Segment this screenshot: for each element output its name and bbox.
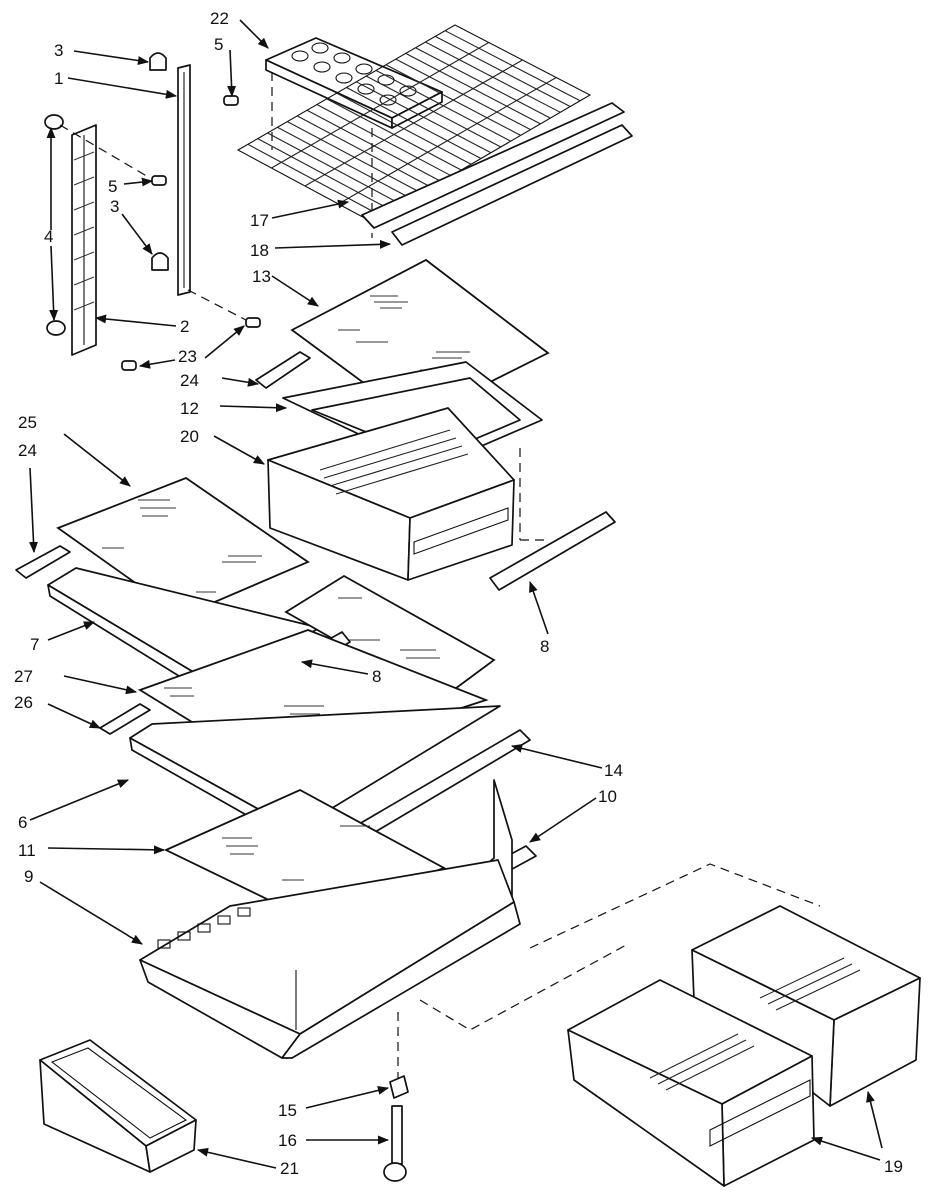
label-3-top: 3: [54, 41, 63, 60]
rail-cap-top: [149, 52, 167, 71]
dairy-bin: [39, 1039, 197, 1173]
label-19: 19: [884, 1157, 903, 1176]
label-8-middle: 8: [372, 667, 381, 686]
label-2: 2: [180, 317, 189, 336]
rail-end-cap-upper: [44, 114, 64, 130]
shelf-front-trim-right: [489, 511, 616, 591]
shelf-end-cap-left: [15, 545, 71, 579]
screw-middle: [151, 175, 167, 186]
screw-lower-left: [121, 360, 137, 371]
label-14: 14: [604, 761, 623, 780]
label-15: 15: [278, 1101, 297, 1120]
wire-crossbar: [271, 42, 490, 169]
shelf-end-cap-lower: [99, 703, 151, 735]
shelf-support-rail-right: [177, 64, 191, 296]
label-5-top: 5: [214, 35, 223, 54]
ice-cube-tray: [265, 37, 443, 129]
part-labels: 3 1 22 5 5 3 4 17 18 13 2 23 24 12 20 25…: [14, 9, 903, 1178]
wire-crossbar: [338, 77, 557, 205]
label-20: 20: [180, 427, 199, 446]
label-16: 16: [278, 1131, 297, 1150]
label-7: 7: [30, 635, 39, 654]
wire-crossbar: [304, 59, 523, 187]
label-5-middle: 5: [108, 177, 117, 196]
rail-end-cap-lower: [46, 320, 66, 336]
label-26: 26: [14, 693, 33, 712]
crisper-cover-housing: [139, 859, 521, 1059]
label-13: 13: [252, 267, 271, 286]
humidity-control-slide: [383, 1105, 407, 1182]
wire-freezer-shelf: [236, 24, 592, 223]
label-24-upper: 24: [180, 371, 199, 390]
shelf-end-cap-upper: [255, 351, 311, 389]
label-1: 1: [54, 69, 63, 88]
label-22: 22: [210, 9, 229, 28]
humidity-control-knob: [389, 1075, 409, 1099]
label-12: 12: [180, 399, 199, 418]
label-23: 23: [178, 347, 197, 366]
freezer-shelf-support-bar: [361, 102, 633, 246]
screw-top: [223, 95, 239, 106]
label-17: 17: [250, 211, 269, 230]
shelf-support-rail-left: [71, 124, 97, 356]
label-6: 6: [18, 813, 27, 832]
label-11: 11: [18, 841, 36, 860]
label-27: 27: [14, 667, 33, 686]
label-3-middle: 3: [110, 197, 119, 216]
rail-cap-middle: [151, 252, 169, 271]
label-10: 10: [598, 787, 617, 806]
label-18: 18: [250, 241, 269, 260]
leader-lines: [29, 19, 883, 1169]
label-25: 25: [18, 413, 37, 432]
label-9: 9: [24, 867, 33, 886]
label-21: 21: [280, 1159, 299, 1178]
crisper-drawer-left: [567, 979, 815, 1187]
screw-lower-right: [245, 317, 261, 328]
label-4: 4: [44, 227, 53, 246]
label-8-right: 8: [540, 637, 549, 656]
meat-pan-drawer: [267, 407, 515, 581]
label-24-left: 24: [18, 441, 37, 460]
